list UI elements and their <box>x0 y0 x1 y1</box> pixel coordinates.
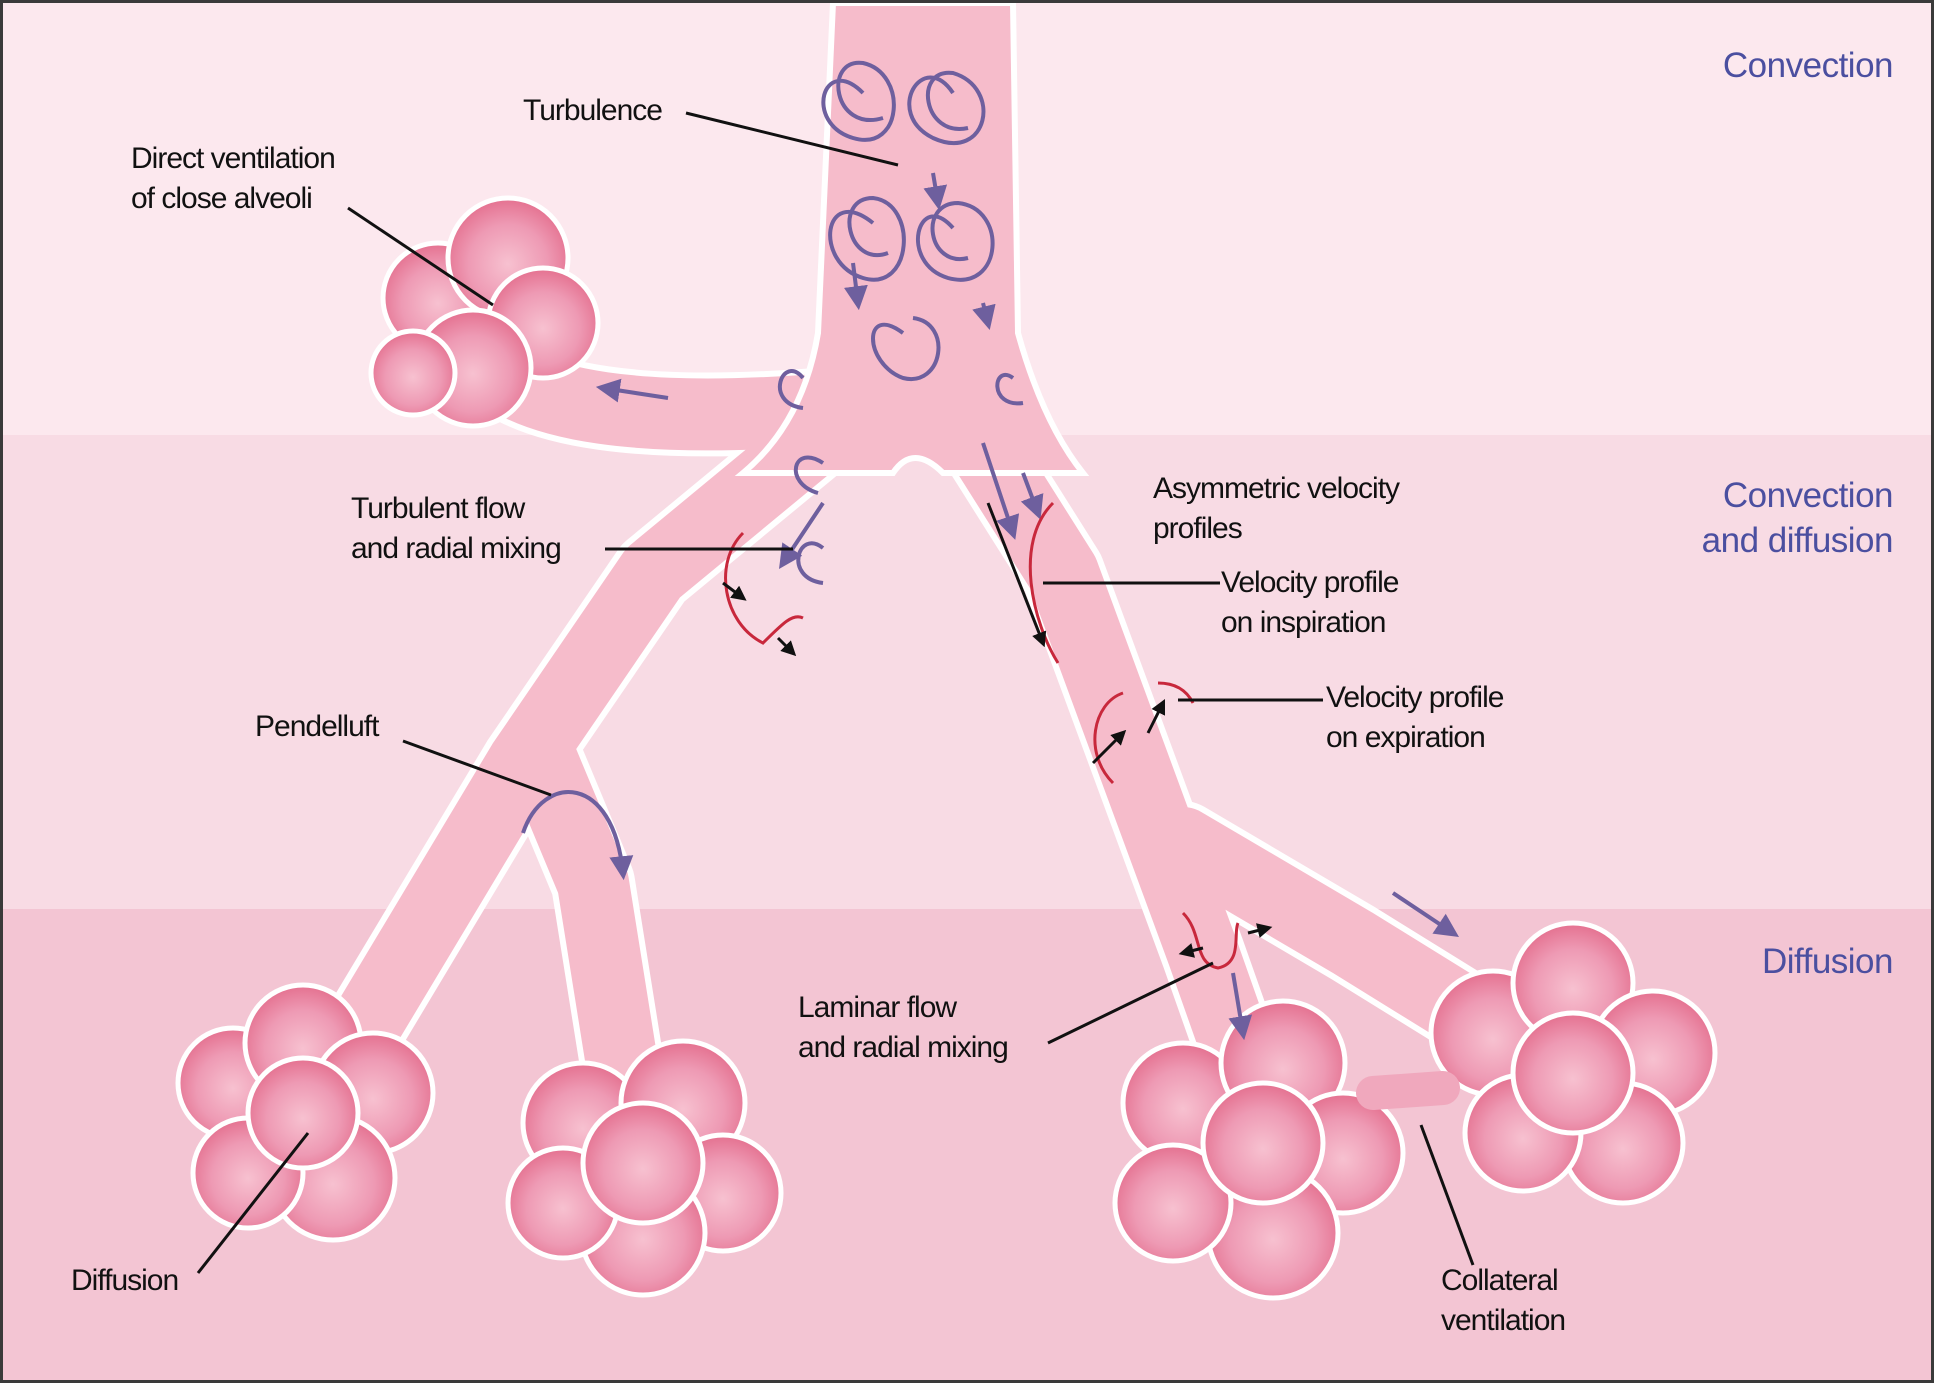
collateral-channel <box>1373 1088 1443 1093</box>
callout-laminar-flow: Laminar flow and radial mixing <box>798 988 1008 1068</box>
callout-line: Direct ventilation <box>131 139 335 179</box>
callout-collateral: Collateral ventilation <box>1441 1261 1565 1341</box>
callout-turbulence: Turbulence <box>523 91 662 131</box>
callout-velocity-expiration: Velocity profile on expiration <box>1326 678 1503 758</box>
callout-line: profiles <box>1153 509 1399 549</box>
callout-turbulent-flow: Turbulent flow and radial mixing <box>351 489 561 569</box>
zone-label-line: Convection <box>1723 46 1893 85</box>
zone-label-line: Convection <box>1702 473 1893 518</box>
callout-line: Velocity profile <box>1221 563 1398 603</box>
callout-diffusion: Diffusion <box>71 1261 178 1301</box>
callout-line: Laminar flow <box>798 988 1008 1028</box>
callout-velocity-inspiration: Velocity profile on inspiration <box>1221 563 1398 643</box>
callout-line: on inspiration <box>1221 603 1398 643</box>
callout-line: and radial mixing <box>798 1028 1008 1068</box>
callout-line: Pendelluft <box>255 707 378 747</box>
callout-line: Turbulent flow <box>351 489 561 529</box>
callout-line: ventilation <box>1441 1301 1565 1341</box>
callout-asymmetric: Asymmetric velocity profiles <box>1153 469 1399 549</box>
callout-line: Diffusion <box>71 1261 178 1301</box>
callout-pendelluft: Pendelluft <box>255 707 378 747</box>
callout-line: on expiration <box>1326 718 1503 758</box>
callout-line: Velocity profile <box>1326 678 1503 718</box>
zone-label-convection-diffusion: Convection and diffusion <box>1702 473 1893 563</box>
zone-label-line: Diffusion <box>1762 942 1893 981</box>
callout-line: Turbulence <box>523 91 662 131</box>
zone-band-convection-diffusion <box>3 435 1931 909</box>
callout-line: and radial mixing <box>351 529 561 569</box>
callout-line: Collateral <box>1441 1261 1565 1301</box>
zone-label-line: and diffusion <box>1702 518 1893 563</box>
callout-line: of close alveoli <box>131 179 335 219</box>
zone-label-convection: Convection <box>1723 43 1893 88</box>
zone-label-diffusion: Diffusion <box>1762 939 1893 984</box>
callout-direct-ventilation: Direct ventilation of close alveoli <box>131 139 335 219</box>
callout-line: Asymmetric velocity <box>1153 469 1399 509</box>
